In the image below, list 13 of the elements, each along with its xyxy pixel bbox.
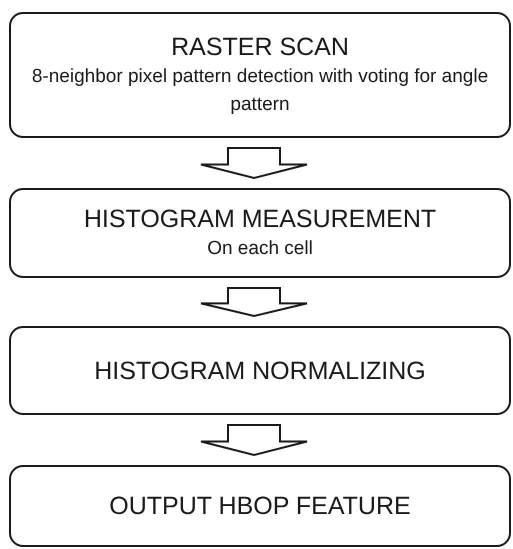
step-title: RASTER SCAN (171, 32, 349, 63)
block-arrow (200, 147, 308, 180)
step-description: 8-neighbor pixel pattern detection with voting for angle pattern (30, 65, 490, 117)
process-box (9, 465, 511, 547)
process-box (9, 188, 511, 278)
step-description: On each cell (207, 237, 313, 261)
step-title: OUTPUT HBOP FEATURE (109, 491, 411, 522)
process-box (9, 12, 511, 138)
step-title: HISTOGRAM NORMALIZING (94, 356, 426, 386)
block-arrow (200, 287, 308, 318)
step-title: HISTOGRAM MEASUREMENT (84, 204, 436, 235)
process-box (9, 326, 511, 415)
block-arrow (200, 424, 308, 456)
